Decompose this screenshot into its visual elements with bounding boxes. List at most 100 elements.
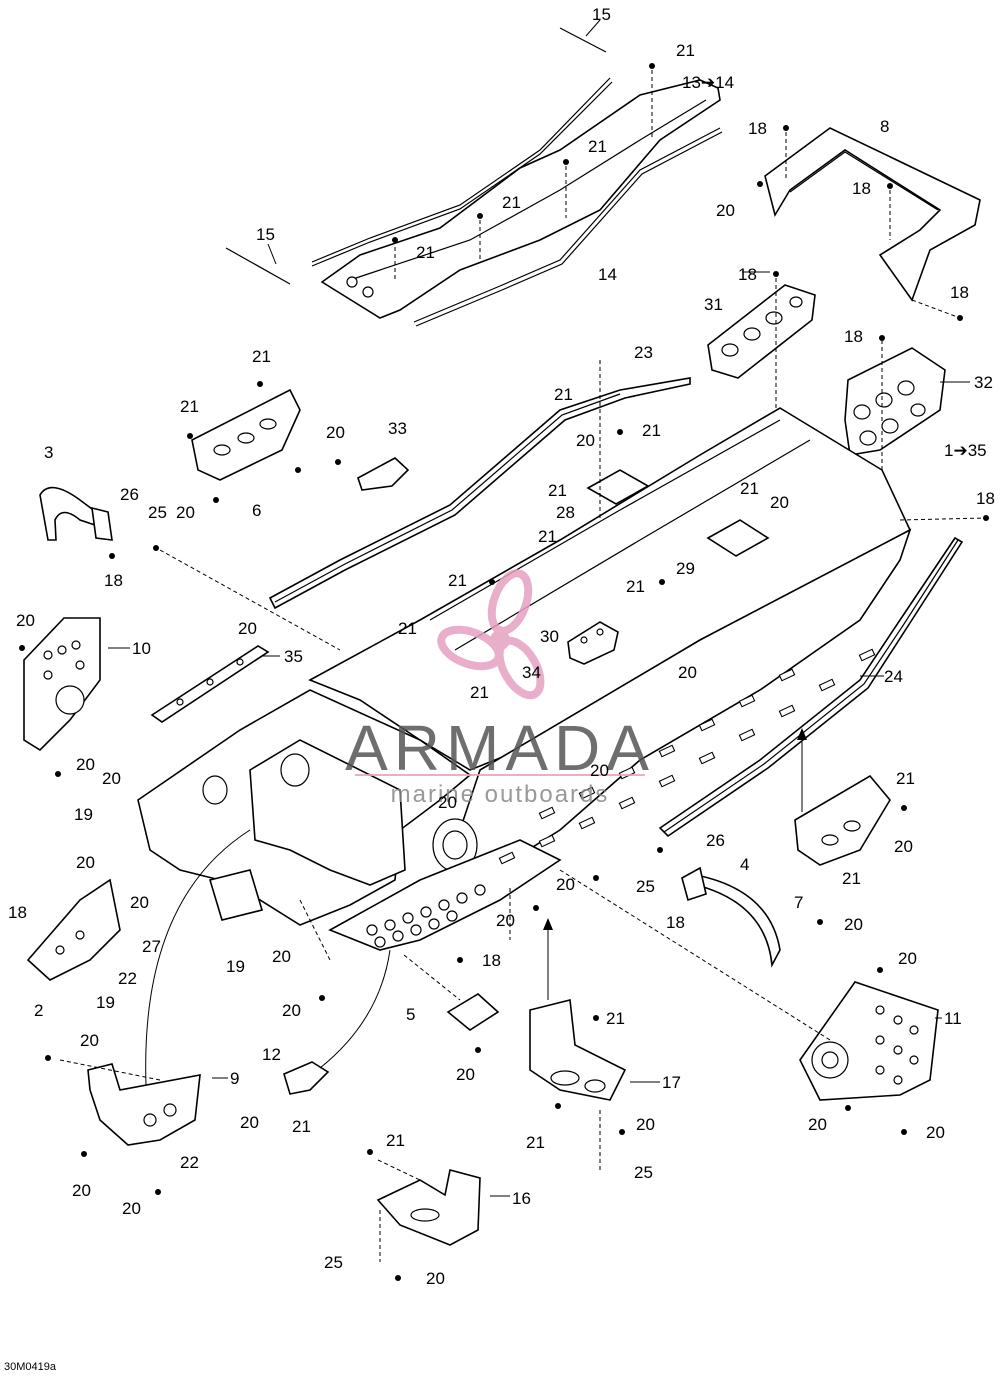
callout-11: 11 (944, 1009, 962, 1028)
callout-21: 21 (502, 193, 521, 212)
callout-18: 18 (976, 489, 995, 508)
callout-35: 35 (284, 647, 303, 666)
callout-20: 20 (122, 1199, 141, 1218)
callout-20: 20 (770, 493, 789, 512)
callout-12: 12 (262, 1045, 281, 1064)
callout-21: 21 (588, 137, 607, 156)
callout-20: 20 (716, 201, 735, 220)
callout-21: 21 (386, 1131, 405, 1150)
callout-7: 7 (794, 893, 803, 912)
callout-17: 17 (662, 1073, 681, 1092)
callout-21: 21 (470, 683, 489, 702)
callout-20: 20 (844, 915, 863, 934)
part-23-slide-rail (268, 377, 691, 610)
leader-lines (59, 19, 986, 1262)
callout-18: 18 (666, 913, 685, 932)
part-7-bracket (794, 774, 891, 866)
callout-32: 32 (974, 373, 993, 392)
callout-20: 20 (496, 911, 515, 930)
callout-20: 20 (16, 611, 35, 630)
callout-15: 15 (592, 5, 611, 24)
part-14-running-board (311, 77, 723, 327)
callouts: 15 21 13➔14 21 21 15 21 14 18 8 20 18 18… (8, 5, 995, 1288)
callout-20: 20 (76, 755, 95, 774)
callout-25: 25 (634, 1163, 653, 1182)
callout-20: 20 (272, 947, 291, 966)
callout-18: 18 (104, 571, 123, 590)
callout-21: 21 (842, 869, 861, 888)
part-31-bracket (707, 284, 816, 379)
callout-20: 20 (72, 1181, 91, 1200)
callout-30: 30 (540, 627, 559, 646)
callout-20: 20 (426, 1269, 445, 1288)
part-8-upper-bracket (764, 127, 981, 302)
callout-18: 18 (950, 283, 969, 302)
callout-2: 2 (34, 1001, 43, 1020)
watermark: ARMADA marine outboards (345, 569, 655, 808)
callout-26: 26 (706, 831, 725, 850)
callout-21: 21 (642, 421, 661, 440)
callout-5: 5 (406, 1005, 415, 1024)
callout-20: 20 (80, 1031, 99, 1050)
part-4-handle (681, 866, 781, 968)
part-33-bracket (357, 457, 410, 491)
callout-13-14: 13➔14 (682, 73, 734, 92)
callout-25: 25 (324, 1253, 343, 1272)
main-frame-tunnel (137, 407, 912, 951)
callout-20: 20 (240, 1113, 259, 1132)
callout-26: 26 (120, 485, 139, 504)
part-5-bracket (446, 993, 500, 1031)
callout-25: 25 (636, 877, 655, 896)
callout-20: 20 (438, 793, 457, 812)
callout-18: 18 (482, 951, 501, 970)
callout-20: 20 (102, 769, 121, 788)
callout-21: 21 (548, 481, 567, 500)
callout-20: 20 (590, 761, 609, 780)
callout-18: 18 (748, 119, 767, 138)
part-6-bracket (191, 388, 301, 481)
watermark-title: ARMADA (345, 712, 655, 784)
part-24-slide-rail (658, 536, 964, 838)
callout-20: 20 (326, 423, 345, 442)
part-12-bracket (283, 1061, 330, 1095)
callout-20: 20 (678, 663, 697, 682)
callout-3: 3 (44, 443, 53, 462)
watermark-subtitle: marine outboards (391, 781, 610, 808)
callout-18: 18 (852, 179, 871, 198)
callout-21: 21 (526, 1133, 545, 1152)
callout-15: 15 (256, 225, 275, 244)
callout-21: 21 (538, 527, 557, 546)
watermark-propeller-icon (437, 569, 545, 700)
part-15-rod-left (225, 247, 291, 285)
callout-20: 20 (456, 1065, 475, 1084)
part-35-bar (150, 645, 270, 723)
callout-20: 20 (894, 837, 913, 856)
callout-21: 21 (252, 347, 271, 366)
callout-33: 33 (388, 419, 407, 438)
callout-20: 20 (808, 1115, 827, 1134)
callout-21: 21 (740, 479, 759, 498)
callout-21: 21 (180, 397, 199, 416)
callout-18: 18 (8, 903, 27, 922)
callout-22: 22 (118, 969, 137, 988)
part-32-bracket (844, 347, 946, 456)
callout-20: 20 (926, 1123, 945, 1142)
callout-14: 14 (598, 265, 617, 284)
callout-20: 20 (576, 431, 595, 450)
callout-20: 20 (176, 503, 195, 522)
callout-31: 31 (704, 295, 723, 314)
callout-21: 21 (896, 769, 915, 788)
part-3-handle (39, 486, 113, 541)
callout-8: 8 (880, 117, 889, 136)
fasteners (19, 63, 989, 1281)
part-17-bracket (529, 999, 627, 1101)
callout-21: 21 (398, 619, 417, 638)
callout-6: 6 (252, 501, 261, 520)
callout-18: 18 (738, 265, 757, 284)
callout-21: 21 (416, 243, 435, 262)
callout-20: 20 (556, 875, 575, 894)
callout-24: 24 (884, 667, 903, 686)
part-15-rod-top (559, 27, 607, 53)
part-16-bracket (376, 1169, 481, 1246)
